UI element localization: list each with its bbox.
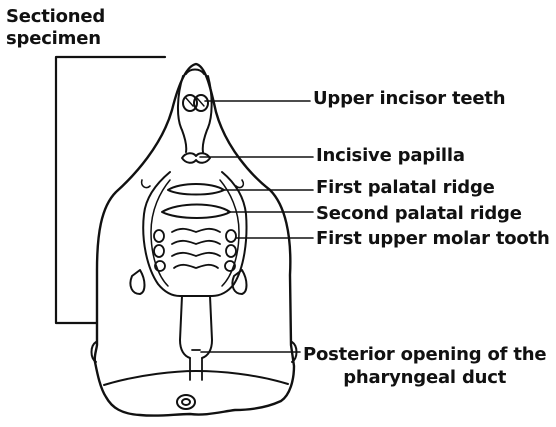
left-shoulder-detail [142,180,150,188]
posterior-opening-label: Posterior opening of the pharyngeal duct [303,343,546,389]
first-palatal-ridge-shape [168,184,224,195]
first-palatal-ridge-label: First palatal ridge [316,178,495,198]
pharyngeal-duct [190,350,202,380]
second-palatal-ridge-label: Second palatal ridge [316,204,522,224]
posterior-label-line2: pharyngeal duct [303,366,546,389]
snout-tip [186,70,204,75]
incisive-papilla-shape [182,153,210,163]
posterior-label-line1: Posterior opening of the [303,343,546,366]
sectioned-specimen-label: Sectioned specimen [6,6,105,50]
incisive-papilla-label: Incisive papilla [316,146,465,166]
sectioned-label-line1: Sectioned [6,6,105,28]
skull-base-line [104,371,288,385]
second-palatal-ridge-shape [162,205,230,219]
left-molar-row [154,230,165,271]
head-outline [95,64,294,416]
snout-inner-right [203,76,212,152]
intermolar-ridges [172,229,220,268]
sectioned-label-line2: specimen [6,28,105,50]
foramen-inner [182,399,190,405]
right-molar-row [225,230,236,271]
foramen-magnum [177,395,195,409]
soft-palate [180,296,212,358]
upper-incisor-label: Upper incisor teeth [313,89,505,109]
snout-inner-left [178,76,186,152]
sectioned-bracket-line [56,57,165,323]
leader-lines [200,101,313,352]
left-lateral-opening [130,270,144,294]
first-molar-label: First upper molar tooth [316,229,550,249]
right-shoulder-detail [236,180,243,188]
